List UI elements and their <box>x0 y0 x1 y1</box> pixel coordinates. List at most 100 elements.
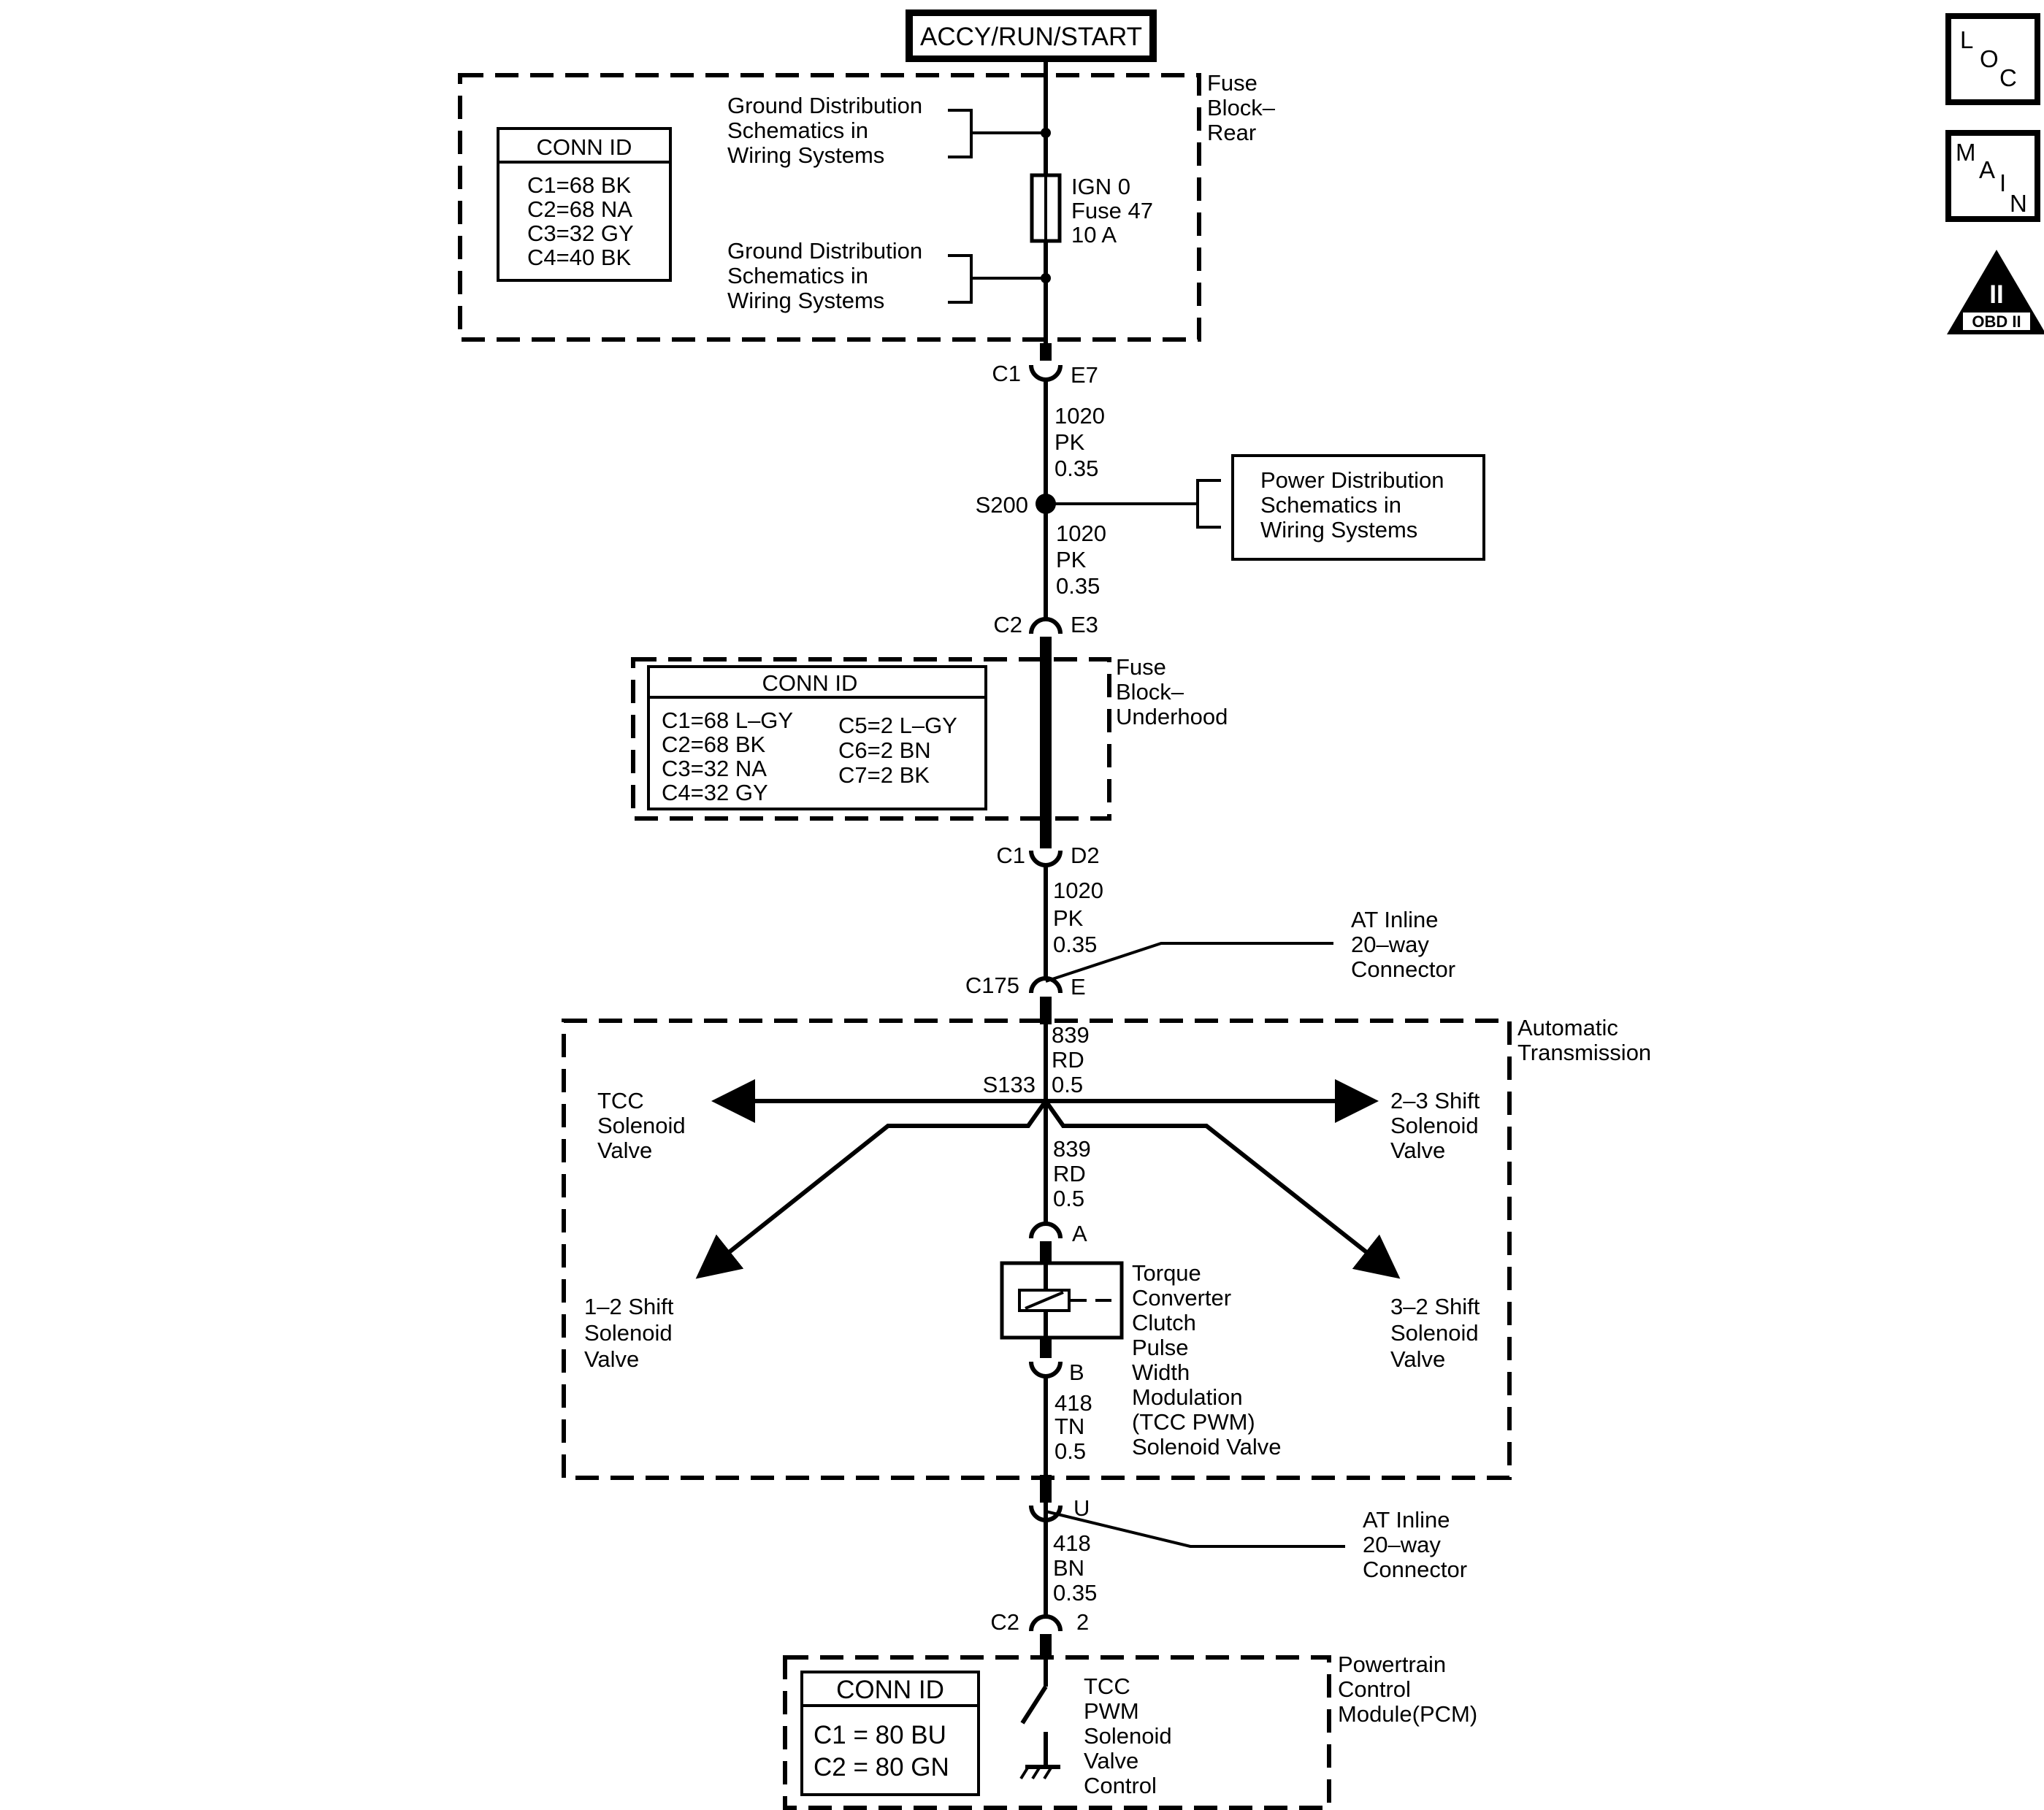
fuse-block-rear-title-1: Fuse <box>1207 70 1258 96</box>
tcc-pwm-solenoid-control-label: TCC PWM Solenoid Valve Control <box>1084 1673 1172 1798</box>
shift-1-2-line-3: Valve <box>584 1346 639 1372</box>
wire-label-1020-pk-c: 1020 PK 0.35 <box>1053 878 1103 957</box>
automatic-transmission: Automatic Transmission <box>562 1015 1651 1480</box>
automatic-transmission-title-2: Transmission <box>1517 1040 1651 1065</box>
shift-3-2-solenoid-label: 3–2 Shift Solenoid Valve <box>1390 1294 1480 1372</box>
wire-label-418-tn: 418 TN 0.5 <box>1054 1390 1092 1464</box>
fuse-label-3: 10 A <box>1071 222 1117 248</box>
pcm-title-1: Powertrain <box>1338 1652 1446 1677</box>
at-inline-2-line-3: Connector <box>1363 1557 1467 1582</box>
fuse-block-underhood-title-3: Underhood <box>1116 704 1228 729</box>
conn-id-row-rear: C2=68 NA <box>527 196 632 222</box>
obd-label: OBD II <box>1972 312 2021 331</box>
automatic-transmission-title-1: Automatic <box>1517 1015 1618 1040</box>
wire-circuit: 418 <box>1053 1530 1091 1556</box>
connector-pin-b: B <box>1029 1338 1084 1385</box>
connector-c1-e7-left: C1 <box>992 361 1021 386</box>
power-distribution-ref-line-1: Power Distribution <box>1260 467 1444 493</box>
wire-circuit: 418 <box>1054 1390 1092 1416</box>
ground-distribution-ref-1[interactable]: Ground Distribution Schematics in Wiring… <box>727 93 1051 168</box>
connector-c1-d2-right: D2 <box>1071 843 1100 868</box>
pcm-control-line: PWM <box>1084 1698 1139 1724</box>
conn-id-table-underhood: CONN ID C1=68 L–GY C2=68 BK C3=32 NA C4=… <box>647 665 987 810</box>
wire-color: RD <box>1053 1161 1086 1186</box>
splice-s200-label: S200 <box>976 492 1028 518</box>
wire-label-839-rd-b: 839 RD 0.5 <box>1053 1136 1091 1211</box>
wire-circuit: 839 <box>1053 1136 1091 1162</box>
pcm-title-2: Control <box>1338 1676 1411 1702</box>
wire-color: BN <box>1053 1555 1084 1581</box>
connector-c2-2: C2 2 <box>990 1609 1089 1659</box>
power-source-text: ACCY/RUN/START <box>920 23 1142 51</box>
ground-ref-2-line-3: Wiring Systems <box>727 288 884 313</box>
pcm-control-line: Valve <box>1084 1748 1138 1773</box>
pcm-control-line: Solenoid <box>1084 1723 1172 1749</box>
splice-s133: S133 <box>695 1072 1401 1279</box>
at-inline-2-line-1: AT Inline <box>1363 1507 1450 1533</box>
splice-s133-label: S133 <box>983 1072 1036 1097</box>
loc-letter-c: C <box>1999 64 2017 91</box>
conn-id-header-underhood: CONN ID <box>762 670 858 696</box>
pcm-control-line: Control <box>1084 1773 1157 1798</box>
connector-c2-e3: C2 E3 <box>993 612 1098 653</box>
ground-distribution-ref-2[interactable]: Ground Distribution Schematics in Wiring… <box>727 238 1051 313</box>
pcm-title-3: Module(PCM) <box>1338 1701 1477 1727</box>
wire-gauge: 0.35 <box>1056 573 1100 599</box>
fuse-block-underhood-title-2: Block– <box>1116 679 1184 705</box>
connector-c2-2-left: C2 <box>990 1609 1019 1635</box>
power-distribution-ref[interactable]: Power Distribution Schematics in Wiring … <box>1231 454 1485 561</box>
wire-gauge: 0.5 <box>1053 1186 1084 1211</box>
obd-ii-icon[interactable]: II OBD II <box>1947 250 2044 334</box>
connector-pin-a-label: A <box>1072 1221 1087 1246</box>
tcc-pwm-label-line: Torque <box>1132 1260 1201 1286</box>
ground-ref-1-line-1: Ground Distribution <box>727 93 922 118</box>
at-inline-2-line-2: 20–way <box>1363 1532 1441 1557</box>
connector-c2-e3-left: C2 <box>993 612 1022 637</box>
pcm-switch <box>1020 1657 1048 1767</box>
wire-circuit: 1020 <box>1056 521 1106 546</box>
fuse-block-underhood-busbar <box>1040 653 1052 816</box>
main-icon[interactable]: M A I N <box>1945 130 2040 222</box>
fuse-block-rear-title-3: Rear <box>1207 120 1256 145</box>
fuse-label-1: IGN 0 <box>1071 174 1130 199</box>
tcc-pwm-label-line: Converter <box>1132 1285 1231 1311</box>
wire-circuit: 1020 <box>1053 878 1103 903</box>
shift-2-3-line-1: 2–3 Shift <box>1390 1088 1480 1113</box>
wire-gauge: 0.35 <box>1053 1580 1097 1606</box>
shift-1-2-line-2: Solenoid <box>584 1320 673 1346</box>
wire-gauge: 0.35 <box>1053 932 1097 957</box>
at-inline-connector-callout-1: AT Inline 20–way Connector <box>1045 907 1455 983</box>
loc-letter-l: L <box>1960 26 1973 53</box>
tcc-solenoid-line-3: Valve <box>597 1138 652 1163</box>
connector-c175-e: C175 E <box>965 973 1086 1024</box>
at-inline-1-line-1: AT Inline <box>1351 907 1438 932</box>
connector-c1-e7: C1 E7 <box>992 343 1098 388</box>
shift-3-2-line-3: Valve <box>1390 1346 1445 1372</box>
obd-numeral: II <box>1989 280 2003 309</box>
fuse-block-rear-title-2: Block– <box>1207 95 1276 120</box>
connector-c1-d2-left: C1 <box>996 843 1025 868</box>
wire-label-1020-pk-b: 1020 PK 0.35 <box>1056 521 1106 599</box>
ground-icon <box>1019 1765 1060 1780</box>
loc-icon[interactable]: L O C <box>1945 13 2040 105</box>
conn-id-row-underhood: C4=32 GY <box>662 780 768 805</box>
tcc-pwm-solenoid-valve-label: Torque Converter Clutch Pulse Width Modu… <box>1132 1260 1282 1460</box>
connector-pin-u: U <box>1029 1475 1090 1522</box>
connector-pin-b-label: B <box>1069 1360 1084 1385</box>
wire-gauge: 0.5 <box>1054 1438 1086 1464</box>
conn-id-row-underhood: C2=68 BK <box>662 732 766 757</box>
conn-id-row-rear: C1=68 BK <box>527 172 632 198</box>
wire-color: PK <box>1054 429 1085 455</box>
ground-ref-2-line-1: Ground Distribution <box>727 238 922 264</box>
shift-2-3-line-3: Valve <box>1390 1138 1445 1163</box>
connector-c1-d2: C1 D2 <box>996 816 1100 868</box>
conn-id-table-pcm: CONN ID C1 = 80 BU C2 = 80 GN <box>800 1671 980 1796</box>
tcc-pwm-label-line: Clutch <box>1132 1310 1196 1335</box>
conn-id-row-pcm: C1 = 80 BU <box>814 1721 946 1749</box>
conn-id-row-underhood: C1=68 L–GY <box>662 707 793 733</box>
conn-id-row-underhood: C5=2 L–GY <box>838 713 957 738</box>
conn-id-row-underhood: C6=2 BN <box>838 737 931 763</box>
connector-c175-left: C175 <box>965 973 1019 998</box>
shift-2-3-line-2: Solenoid <box>1390 1113 1479 1138</box>
fuse-block-underhood-title-1: Fuse <box>1116 654 1166 680</box>
